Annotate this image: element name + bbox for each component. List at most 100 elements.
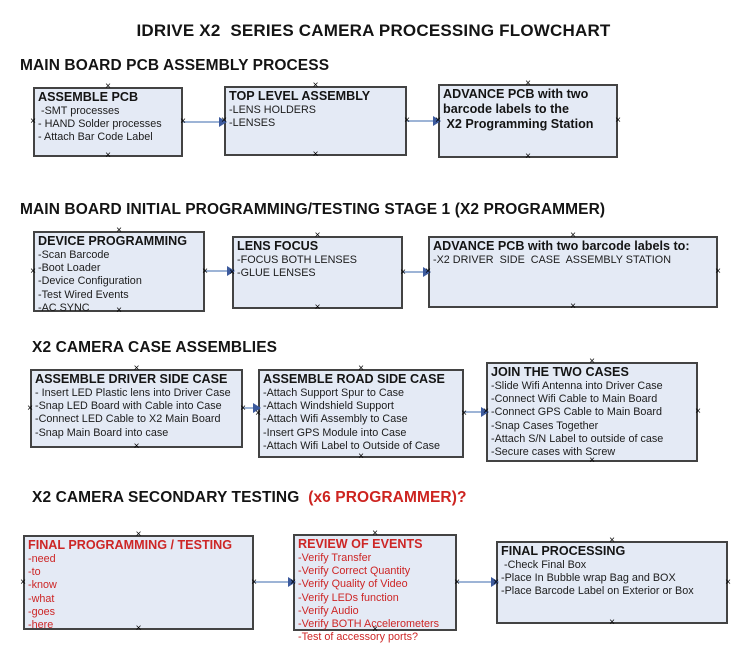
- connection-point-icon: ×: [454, 576, 460, 588]
- box-body: -X2 DRIVER SIDE CASE ASSEMBLY STATION: [433, 254, 671, 266]
- connection-point-icon: ×: [133, 363, 140, 374]
- flow-box-review-of-events: REVIEW OF EVENTS -Verify Transfer-Verify…: [290, 529, 460, 644]
- connection-point-icon: ×: [695, 406, 701, 417]
- arrow-right-icon: [219, 117, 227, 127]
- box-title: ASSEMBLE DRIVER SIDE CASE: [35, 372, 228, 386]
- connection-point-icon: ×: [615, 115, 621, 126]
- connection-point-icon: ×: [589, 356, 595, 367]
- connection-point-icon: ×: [30, 116, 36, 127]
- box-title: ADVANCE PCB with two barcode labels to:: [433, 239, 690, 253]
- box-title: JOIN THE TWO CASES: [491, 365, 629, 379]
- connection-point-icon: ×: [312, 80, 319, 91]
- connection-point-icon: ×: [493, 576, 499, 588]
- connection-point-icon: ×: [461, 407, 467, 419]
- box-title: FINAL PROGRAMMING / TESTING: [28, 538, 233, 552]
- flow-connector: [464, 407, 489, 417]
- flow-box-assemble-pcb: ASSEMBLE PCB -SMT processes- HAND Solder…: [30, 82, 186, 161]
- connection-point-icon: ×: [525, 151, 531, 162]
- connection-point-icon: ×: [27, 402, 33, 414]
- box-title: DEVICE PROGRAMMING: [38, 234, 188, 248]
- box-body: -Verify Transfer-Verify Correct Quantity…: [298, 552, 439, 644]
- connection-point-icon: ×: [570, 301, 576, 312]
- connection-point-icon: ×: [425, 266, 431, 277]
- box-title: TOP LEVEL ASSEMBLY: [229, 89, 371, 103]
- connection-point-icon: ×: [435, 115, 441, 126]
- connection-point-icon: ×: [135, 529, 142, 540]
- flow-connector: [183, 117, 227, 127]
- connection-point-icon: ×: [116, 225, 122, 236]
- connection-point-icon: ×: [180, 116, 186, 127]
- box-title: ASSEMBLE ROAD SIDE CASE: [263, 372, 445, 386]
- arrow-right-icon: [253, 403, 261, 413]
- flow-box-assemble-driver-side-case: ASSEMBLE DRIVER SIDE CASE - Insert LED P…: [27, 364, 246, 452]
- flow-box-join-two-cases: JOIN THE TWO CASES -Slide Wifi Antenna i…: [483, 357, 701, 466]
- connection-point-icon: ×: [609, 535, 615, 546]
- arrow-right-icon: [227, 266, 235, 276]
- arrow-right-icon: [423, 267, 431, 277]
- box-body: -FOCUS BOTH LENSES-GLUE LENSES: [237, 254, 357, 280]
- connection-point-icon: ×: [221, 115, 227, 126]
- connection-point-icon: ×: [20, 576, 26, 588]
- heading-red-part: (x6 PROGRAMMER)?: [299, 489, 467, 506]
- flow-box-final-programming-testing: FINAL PROGRAMMING / TESTING -need-to-kno…: [20, 530, 257, 634]
- connection-point-icon: ×: [372, 528, 378, 539]
- flow-box-device-programming: DEVICE PROGRAMMING -Scan Barcode-Boot Lo…: [30, 226, 208, 316]
- connection-point-icon: ×: [116, 305, 122, 316]
- connection-point-icon: ×: [290, 576, 296, 588]
- connection-point-icon: ×: [725, 576, 731, 588]
- flow-connector: [243, 403, 261, 413]
- connection-point-icon: ×: [358, 363, 364, 374]
- connection-point-icon: ×: [525, 78, 531, 89]
- connection-point-icon: ×: [229, 266, 235, 278]
- flow-connector: [407, 116, 441, 126]
- connection-point-icon: ×: [255, 407, 261, 419]
- box-body: -LENS HOLDERS-LENSES: [229, 104, 316, 130]
- arrow-right-icon: [481, 407, 489, 417]
- connection-point-icon: ×: [240, 402, 246, 414]
- flow-box-lens-focus: LENS FOCUS -FOCUS BOTH LENSES-GLUE LENSE…: [229, 231, 406, 313]
- arrow-right-icon: [491, 577, 499, 587]
- connection-point-icon: ×: [372, 624, 378, 635]
- box-title: REVIEW OF EVENTS: [298, 537, 423, 551]
- connection-point-icon: ×: [314, 302, 321, 313]
- flow-connector: [403, 267, 431, 277]
- box-title: ASSEMBLE PCB: [38, 90, 139, 104]
- connection-point-icon: ×: [30, 265, 36, 277]
- heading-black-part: X2 CAMERA SECONDARY TESTING: [32, 489, 300, 506]
- section-heading-initial-programming: MAIN BOARD INITIAL PROGRAMMING/TESTING S…: [20, 201, 606, 218]
- box-body: -Check Final Box-Place In Bubble wrap Ba…: [501, 559, 694, 598]
- connection-point-icon: ×: [609, 617, 615, 628]
- section-heading-secondary-testing: X2 CAMERA SECONDARY TESTING (x6 PROGRAMM…: [32, 489, 467, 507]
- box-body: -need-to-know-what-goes-here: [28, 553, 57, 632]
- connection-point-icon: ×: [312, 149, 319, 160]
- box-body: - Insert LED Plastic lens into Driver Ca…: [35, 387, 231, 439]
- connection-point-icon: ×: [314, 230, 321, 241]
- box-title: FINAL PROCESSING: [501, 544, 626, 558]
- connection-point-icon: ×: [251, 576, 257, 588]
- connection-point-icon: ×: [133, 441, 140, 452]
- section-heading-pcb-assembly: MAIN BOARD PCB ASSEMBLY PROCESS: [20, 57, 330, 74]
- connection-point-icon: ×: [400, 266, 406, 278]
- section-heading-case-assemblies: X2 CAMERA CASE ASSEMBLIES: [32, 339, 278, 356]
- connection-point-icon: ×: [358, 451, 364, 462]
- box-title: LENS FOCUS: [237, 239, 319, 253]
- flow-connector: [254, 577, 296, 587]
- connection-point-icon: ×: [404, 115, 410, 126]
- flow-connector: [205, 266, 235, 276]
- connection-point-icon: ×: [202, 265, 208, 277]
- connection-point-icon: ×: [105, 150, 111, 161]
- box-body: -SMT processes- HAND Solder processes- A…: [38, 105, 162, 144]
- flow-box-final-processing: FINAL PROCESSING -Check Final Box-Place …: [493, 536, 731, 628]
- connection-point-icon: ×: [135, 623, 142, 634]
- box-body: -Slide Wifi Antenna into Driver Case-Con…: [491, 380, 664, 459]
- page-title: IDRIVE X2 SERIES CAMERA PROCESSING FLOWC…: [136, 21, 611, 40]
- connection-point-icon: ×: [570, 230, 576, 241]
- flow-box-advance-pcb-to-driver-station: ADVANCE PCB with two barcode labels to: …: [425, 231, 721, 312]
- box-body: -Attach Support Spur to Case-Attach Wind…: [263, 387, 441, 452]
- arrow-right-icon: [288, 577, 296, 587]
- connection-point-icon: ×: [589, 455, 595, 466]
- arrow-right-icon: [433, 116, 441, 126]
